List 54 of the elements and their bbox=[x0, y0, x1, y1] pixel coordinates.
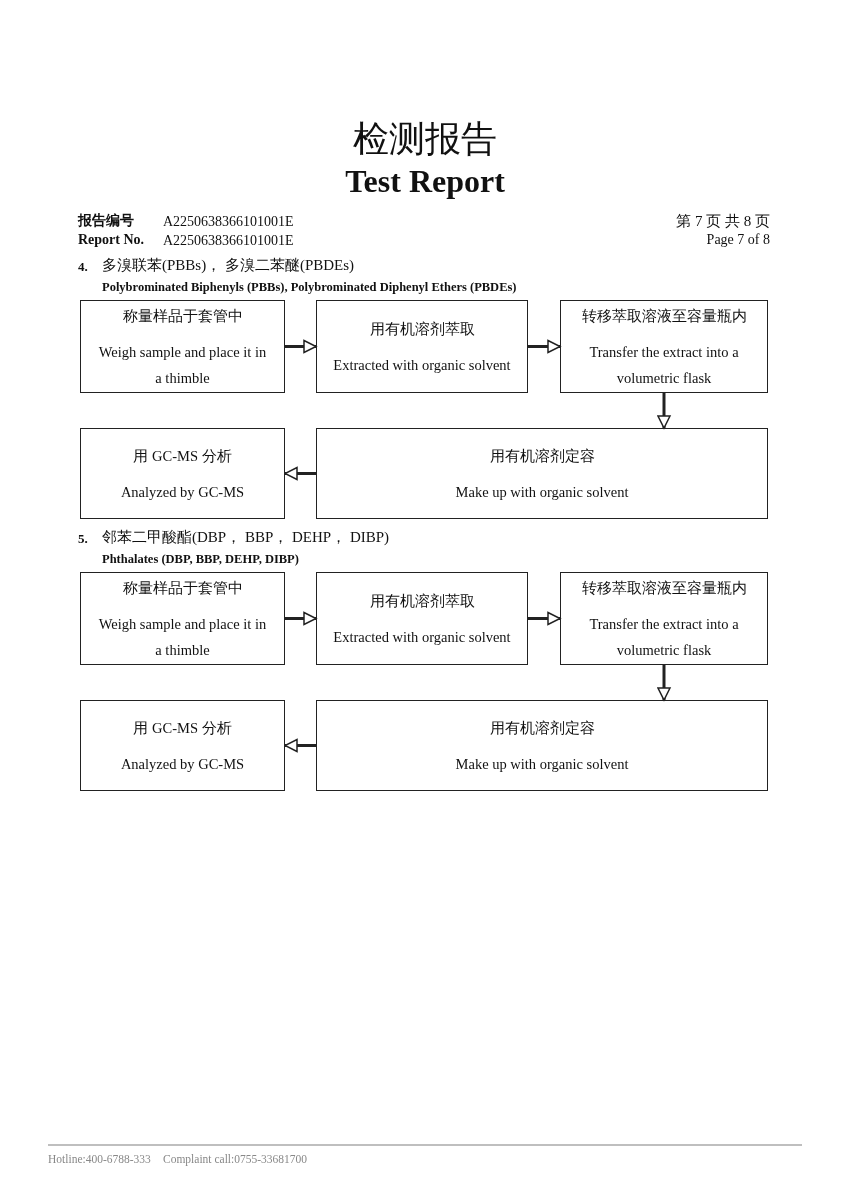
step-description: Analyzed by GC-MS bbox=[120, 754, 245, 774]
step-description: Make up with organic solvent bbox=[455, 754, 629, 774]
section-heading: 邻苯二甲酸酯(DBP， BBP， DEHP， DIBP) bbox=[102, 528, 390, 547]
process-box bbox=[80, 700, 285, 791]
section-subheading: Polybrominated Biphenyls (PBBs), Polybrominated Diphenyl Ethers (PBDEs) bbox=[102, 280, 517, 295]
arrow bbox=[284, 738, 316, 753]
section-subheading: Phthalates (DBP, BBP, DEHP, DIBP) bbox=[102, 552, 299, 567]
report-subtitle: Test Report bbox=[344, 163, 506, 200]
arrow bbox=[528, 339, 561, 354]
page-number: 第 7 页 共 8 页 bbox=[676, 212, 770, 231]
report-number: A2250638366101001E bbox=[163, 214, 294, 230]
field-label: 报告编号 bbox=[78, 212, 134, 230]
section-heading: 多溴联苯(PBBs)， 多溴二苯醚(PBDEs) bbox=[102, 256, 355, 275]
process-box bbox=[316, 700, 768, 791]
process-box bbox=[316, 428, 768, 519]
process-box bbox=[560, 300, 768, 393]
field-label: Report No. bbox=[78, 232, 145, 248]
process-box bbox=[80, 428, 285, 519]
step-title: 转移萃取溶液至容量瓶内 bbox=[581, 306, 747, 326]
step-description: Transfer the extract into a volumetric flask bbox=[588, 342, 740, 388]
footer-text: Complaint call:0755-33681700 bbox=[163, 1153, 308, 1165]
process-box bbox=[80, 300, 285, 393]
process-box bbox=[560, 572, 768, 665]
arrow bbox=[657, 393, 671, 429]
report-title: 检测报告 bbox=[352, 118, 498, 161]
step-description: Transfer the extract into a volumetric flask bbox=[588, 614, 740, 660]
step-title: 用有机溶剂定容 bbox=[489, 718, 595, 738]
step-title: 用有机溶剂萃取 bbox=[369, 319, 475, 339]
step-description: Extracted with organic solvent bbox=[333, 355, 511, 375]
arrow bbox=[285, 611, 317, 626]
step-title: 称量样品于套管中 bbox=[122, 578, 243, 598]
section-number: 5. bbox=[78, 531, 88, 547]
report-number: A2250638366101001E bbox=[163, 233, 294, 249]
arrow bbox=[657, 665, 671, 701]
step-title: 用 GC-MS 分析 bbox=[133, 718, 232, 738]
step-description: Weigh sample and place it in a thimble bbox=[97, 614, 268, 660]
step-description: Weigh sample and place it in a thimble bbox=[97, 342, 268, 388]
step-title: 转移萃取溶液至容量瓶内 bbox=[581, 578, 747, 598]
arrow bbox=[285, 339, 317, 354]
step-description: Analyzed by GC-MS bbox=[120, 482, 245, 502]
footer-text: Hotline:400-6788-333 bbox=[48, 1153, 151, 1165]
process-box bbox=[80, 572, 285, 665]
arrow bbox=[284, 466, 316, 481]
section-number: 4. bbox=[78, 259, 88, 275]
step-description: Extracted with organic solvent bbox=[333, 627, 511, 647]
arrow bbox=[528, 611, 561, 626]
step-title: 称量样品于套管中 bbox=[122, 306, 243, 326]
page-number: Page 7 of 8 bbox=[706, 232, 770, 248]
step-title: 用有机溶剂萃取 bbox=[369, 591, 475, 611]
process-box bbox=[316, 300, 528, 393]
step-title: 用 GC-MS 分析 bbox=[133, 446, 232, 466]
step-description: Make up with organic solvent bbox=[455, 482, 629, 502]
step-title: 用有机溶剂定容 bbox=[489, 446, 595, 466]
process-box bbox=[316, 572, 528, 665]
